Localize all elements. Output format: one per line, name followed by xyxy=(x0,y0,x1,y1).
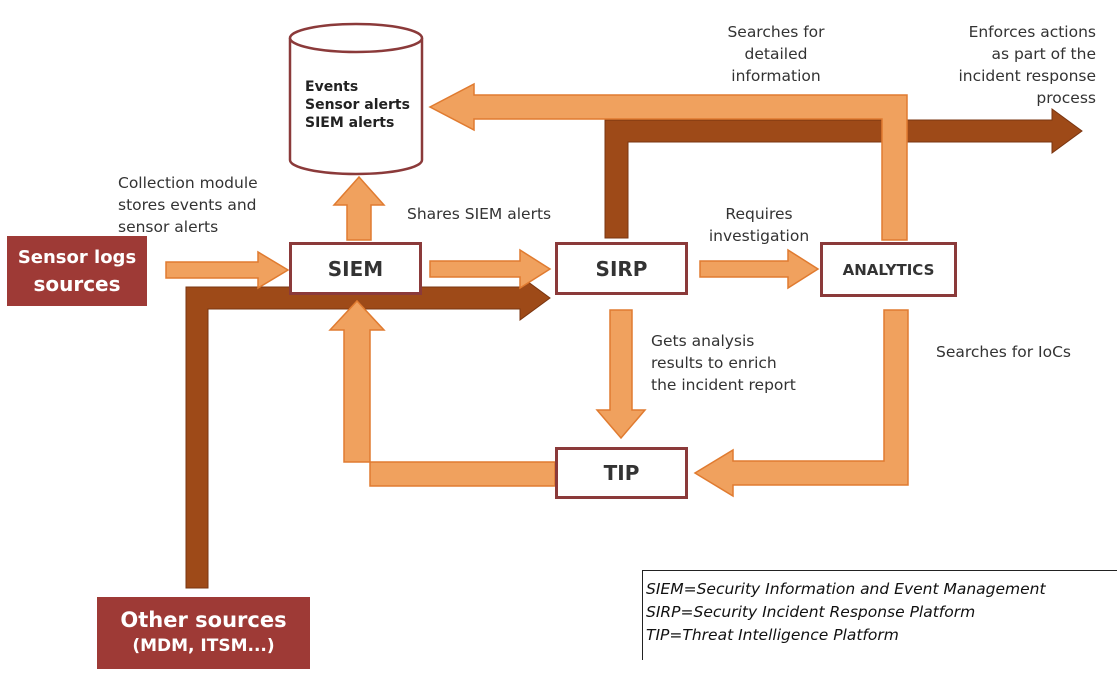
label-line: sensor alerts xyxy=(118,218,219,236)
label-line: Gets analysis xyxy=(651,332,755,350)
label-line: results to enrich xyxy=(651,354,777,372)
legend-item: SIRP=Security Incident Response Platform xyxy=(646,603,976,621)
analytics-to-tip-arrow xyxy=(693,309,909,498)
searches-detailed-info-label: Searches for detailed information xyxy=(706,21,846,87)
tip-label: TIP xyxy=(603,461,640,485)
tip-box: TIP xyxy=(555,447,688,499)
label-line: stores events and xyxy=(118,196,257,214)
shares-siem-alerts-label: Shares SIEM alerts xyxy=(407,205,552,223)
sirp-label: SIRP xyxy=(595,256,648,281)
collection-module-label: Collection module stores events and sens… xyxy=(118,172,258,238)
sensor-sources-box: Sensor logs sources xyxy=(7,236,147,306)
other-sources-subtitle: (MDM, ITSM...) xyxy=(132,636,275,656)
tip-to-siem-arrow xyxy=(328,299,556,487)
database-contents: Events Sensor alerts SIEM alerts xyxy=(305,78,410,132)
database-cylinder xyxy=(288,22,424,176)
analytics-to-database-arrow xyxy=(428,82,908,241)
database-item: Events xyxy=(305,79,359,95)
legend-item: SIEM=Security Information and Event Mana… xyxy=(646,580,1046,598)
sensor-to-siem-arrow xyxy=(165,250,290,290)
database-item: Sensor alerts xyxy=(305,97,410,113)
analytics-box: ANALYTICS xyxy=(820,242,957,297)
label-line: Collection module xyxy=(118,174,258,192)
database-item: SIEM alerts xyxy=(305,115,395,131)
legend: SIEM=Security Information and Event Mana… xyxy=(642,570,1117,660)
label-line: information xyxy=(731,67,821,85)
label-line: detailed xyxy=(744,45,808,63)
enforces-actions-label: Enforces actions as part of the incident… xyxy=(920,21,1096,109)
legend-item: TIP=Threat Intelligence Platform xyxy=(646,626,899,644)
siem-label: SIEM xyxy=(327,256,384,281)
label-line: incident response xyxy=(958,67,1096,85)
sirp-box: SIRP xyxy=(555,242,688,295)
sirp-to-analytics-arrow xyxy=(699,248,820,290)
requires-investigation-label: Requires investigation xyxy=(694,203,824,247)
sensor-sources-line: sources xyxy=(33,272,121,296)
label-line: process xyxy=(1036,89,1096,107)
label-line: Searches for xyxy=(727,23,825,41)
label-line: Requires xyxy=(725,205,793,223)
label-line: as part of the xyxy=(991,45,1096,63)
label-line: the incident report xyxy=(651,376,796,394)
analytics-label: ANALYTICS xyxy=(842,260,935,279)
label-line: Enforces actions xyxy=(968,23,1096,41)
other-sources-title: Other sources xyxy=(120,608,287,632)
other-sources-box: Other sources (MDM, ITSM...) xyxy=(97,597,310,669)
gets-analysis-label: Gets analysis results to enrich the inci… xyxy=(651,330,796,396)
searches-iocs-label: Searches for IoCs xyxy=(936,343,1071,361)
siem-to-sirp-arrow xyxy=(429,248,552,290)
siem-box: SIEM xyxy=(289,242,422,295)
siem-to-database-arrow xyxy=(332,175,386,241)
label-line: investigation xyxy=(708,227,810,245)
sensor-sources-line: Sensor logs xyxy=(17,247,137,268)
sirp-to-tip-arrow xyxy=(595,309,647,440)
sirp-to-external-arrow xyxy=(604,108,1083,239)
